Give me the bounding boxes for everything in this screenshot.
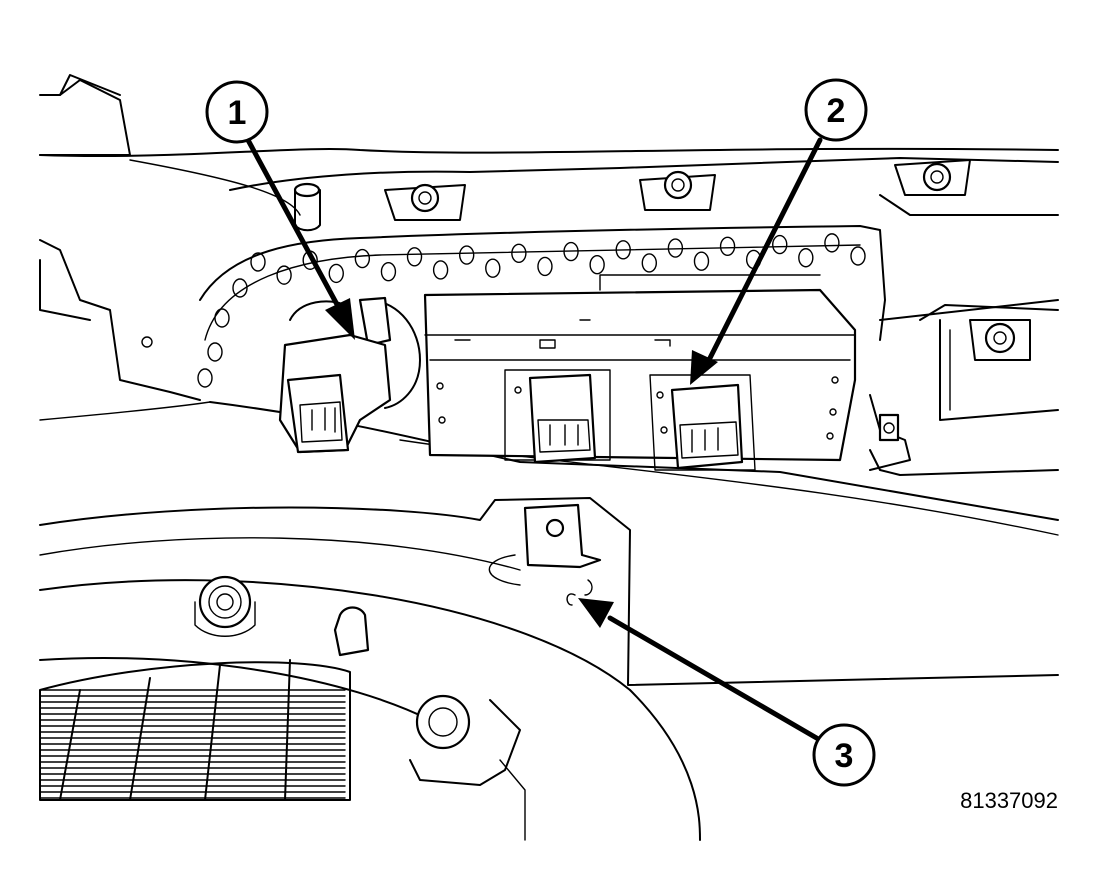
trim-hole (197, 368, 213, 388)
trim-hole (406, 247, 423, 267)
trim-hole (589, 254, 605, 275)
trim-hole (432, 260, 449, 280)
trim-hole (207, 342, 223, 362)
callout-3: 3 (812, 723, 876, 787)
grille-rib (59, 689, 81, 801)
trim-hole (214, 308, 230, 328)
callout-3-label: 3 (835, 737, 854, 775)
stud-top-left (293, 182, 321, 232)
clip-right (878, 413, 900, 442)
control-module (423, 274, 857, 471)
callout-1: 1 (205, 80, 269, 144)
bolt-right (969, 319, 1031, 361)
perforated-trim (197, 233, 866, 388)
mounting-studs (141, 159, 1031, 442)
trim-hole (380, 261, 397, 282)
trim-hole (641, 253, 658, 273)
trim-hole (667, 238, 684, 258)
connector-1 (278, 296, 421, 454)
grille-rib (129, 677, 151, 801)
blower-fasteners (194, 575, 526, 841)
module-connector-center (528, 373, 597, 464)
bolt-top-3 (894, 159, 971, 196)
trim-hole (824, 233, 840, 253)
callout-1-label: 1 (228, 94, 247, 132)
trim-hole (250, 252, 266, 272)
grille-rib (284, 659, 291, 801)
trim-hole (537, 256, 553, 277)
arrow-3 (578, 598, 823, 743)
trim-hole (615, 240, 631, 260)
trim-hole (485, 258, 501, 278)
bracket-3 (523, 503, 602, 606)
callout-2-label: 2 (827, 92, 846, 130)
trim-hole (458, 245, 475, 265)
trim-hole (798, 248, 814, 268)
grille-frame (39, 661, 351, 801)
trim-hole (232, 278, 248, 298)
trim-hole (328, 263, 344, 284)
figure-number: 81337092 (960, 788, 1058, 813)
instrument-panel-outline (39, 74, 1059, 536)
arrow-1 (245, 137, 355, 340)
arrow-2 (690, 137, 823, 385)
trim-hole (511, 243, 527, 264)
connector-2 (670, 383, 744, 470)
trim-hole (563, 241, 579, 262)
trim-hole (850, 246, 866, 266)
bolt-top-1 (384, 183, 466, 221)
bolt-top-2 (639, 170, 716, 211)
grille-rib (204, 664, 221, 801)
trim-hole (719, 236, 736, 257)
hole-left (141, 336, 153, 348)
trim-hole (772, 234, 788, 255)
callout-2: 2 (804, 78, 868, 142)
leader-arrows (245, 137, 823, 743)
lower-housing (39, 497, 1059, 841)
trim-hole (354, 248, 371, 269)
blower-grille (39, 659, 351, 801)
trim-hole (276, 265, 292, 285)
trim-hole (693, 251, 710, 271)
